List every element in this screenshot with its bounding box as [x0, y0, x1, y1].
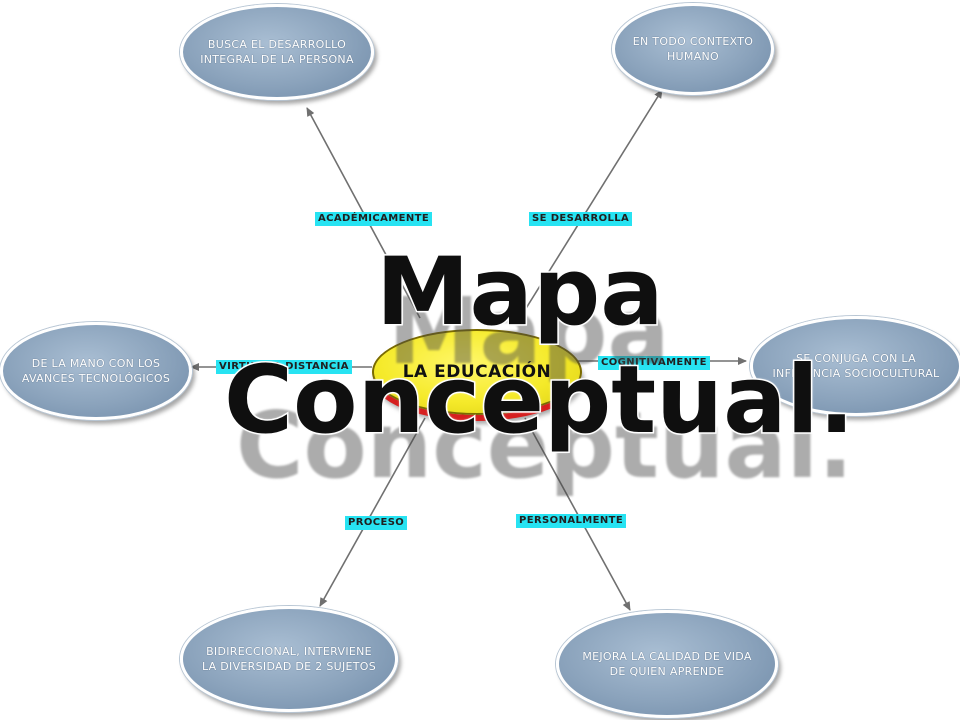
link-label-mid-left: VIRTUAL A DISTANCIA [216, 360, 352, 374]
node-mid-right-text: SE CONJUGA CON LA INFLUENCIA SOCIOCULTUR… [772, 352, 940, 380]
title-line2: Conceptual. [222, 346, 855, 455]
node-mid-left-text: DE LA MANO CON LOS AVANCES TECNOLÓGICOS [21, 357, 171, 385]
title-line1: Mapa [375, 238, 666, 347]
link-label-top-left: ACADÉMICAMENTE [315, 212, 433, 226]
node-top-right: EN TODO CONTEXTO HUMANO [612, 3, 774, 95]
center-node: LA EDUCACIÓN [372, 329, 582, 415]
node-top-left-text: BUSCA EL DESARROLLO INTEGRAL DE LA PERSO… [200, 38, 354, 66]
node-top-left: BUSCA EL DESARROLLO INTEGRAL DE LA PERSO… [180, 4, 374, 100]
node-bottom-right-text: MEJORA LA CALIDAD DE VIDA DE QUIEN APREN… [582, 650, 752, 678]
node-bottom-right: MEJORA LA CALIDAD DE VIDA DE QUIEN APREN… [556, 610, 778, 718]
center-node-text: LA EDUCACIÓN [402, 362, 552, 382]
link-label-bottom-left: PROCESO [345, 516, 408, 530]
link-label-mid-right: COGNITIVAMENTE [598, 356, 710, 370]
title-line1-shadow: Mapa [388, 278, 670, 385]
node-top-right-text: EN TODO CONTEXTO HUMANO [632, 35, 754, 63]
node-mid-left: DE LA MANO CON LOS AVANCES TECNOLÓGICOS [0, 322, 192, 420]
node-bottom-left-text: BIDIRECCIONAL, INTERVIENE LA DIVERSIDAD … [201, 645, 377, 673]
title-line2-shadow: Conceptual. [236, 392, 854, 499]
node-mid-right: SE CONJUGA CON LA INFLUENCIA SOCIOCULTUR… [750, 316, 960, 416]
connector-bottom-left [319, 417, 426, 607]
node-bottom-left: BIDIRECCIONAL, INTERVIENE LA DIVERSIDAD … [180, 606, 398, 712]
link-label-bottom-right: PERSONALMENTE [516, 514, 627, 528]
connector-top-right [519, 89, 663, 319]
link-label-top-right: SE DESARROLLA [529, 212, 633, 226]
